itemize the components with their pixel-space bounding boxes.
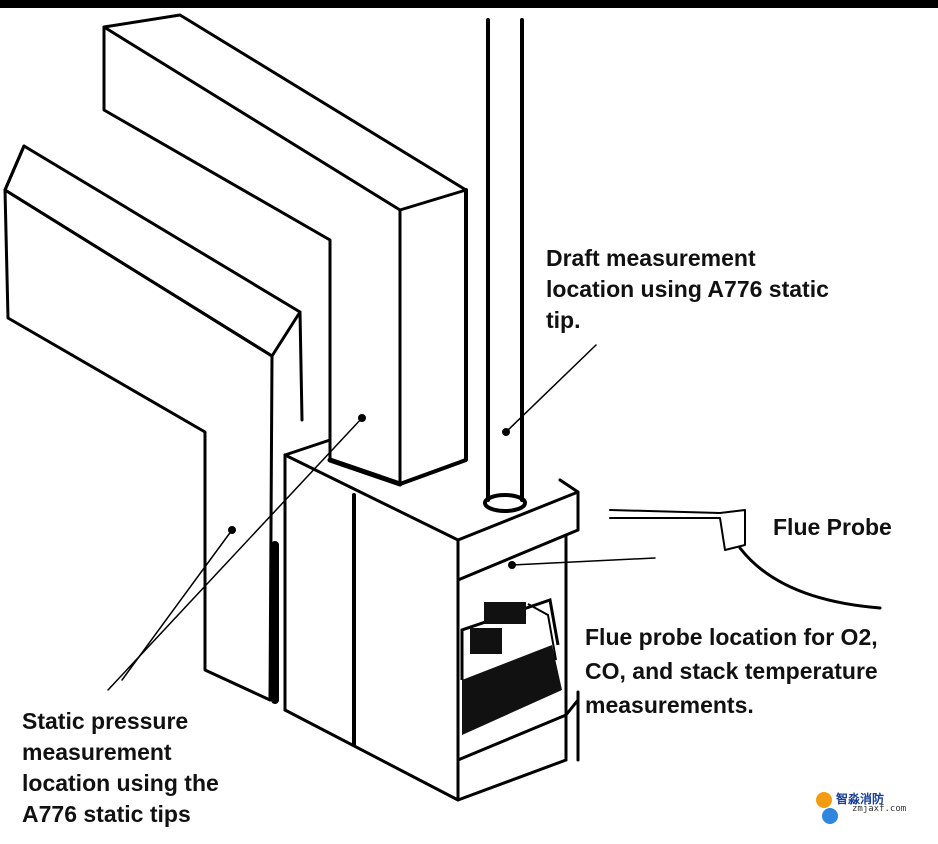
static-point-return	[228, 526, 236, 534]
static-pressure-label: Static pressure measurement location usi…	[22, 708, 219, 827]
watermark-logo: 智淼消防 zmjaxf.com	[812, 788, 922, 838]
leader-lines	[107, 344, 656, 691]
furnace-cabinet	[283, 438, 580, 802]
flue-location-label: Flue probe location for O2, CO, and stac…	[585, 624, 878, 718]
draft-label: Draft measurement location using A776 st…	[546, 245, 829, 333]
flue-point	[508, 561, 516, 569]
burner-assembly	[460, 598, 562, 735]
return-duct	[3, 144, 304, 702]
watermark-name: 智淼消防	[836, 792, 885, 806]
watermark-icon	[816, 792, 838, 824]
measurement-points	[228, 414, 516, 569]
top-border	[0, 0, 938, 8]
flue-probe-label: Flue Probe	[773, 514, 892, 540]
supply-plenum	[102, 13, 468, 487]
static-point-plenum	[358, 414, 366, 422]
watermark-url: zmjaxf.com	[852, 804, 907, 814]
flue-probe	[609, 509, 882, 610]
draft-point	[502, 428, 510, 436]
flue-pipe	[483, 18, 527, 513]
